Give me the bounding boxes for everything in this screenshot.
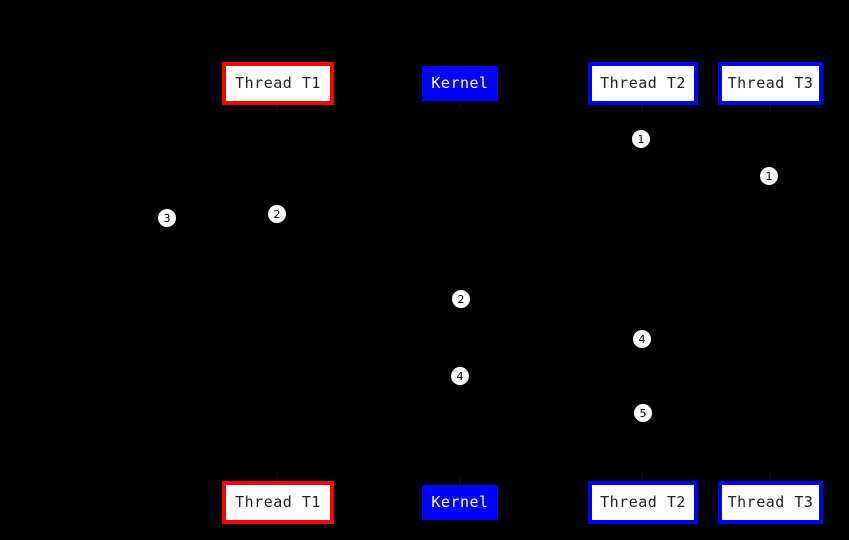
lifeline-stub: [769, 473, 771, 481]
lifeline-stub: [459, 477, 461, 485]
step-marker-2: 2: [268, 205, 286, 223]
participant-label: Thread T2: [600, 74, 686, 92]
participant-label: Thread T2: [600, 493, 686, 511]
step-marker-label: 5: [639, 406, 647, 420]
participant-label: Thread T3: [727, 74, 814, 92]
participant-thread-t1-top[interactable]: Thread T1: [222, 62, 334, 105]
step-marker-4: 4: [451, 367, 469, 385]
step-marker-4: 4: [633, 330, 651, 348]
lifeline-stub: [276, 105, 278, 113]
step-marker-1: 1: [760, 167, 778, 185]
participant-label: Thread T3: [727, 493, 814, 511]
participant-label: Thread T1: [235, 74, 321, 92]
participant-label: Kernel: [431, 493, 489, 511]
participant-label: Thread T1: [235, 493, 321, 511]
step-marker-1: 1: [632, 130, 650, 148]
lifeline-stub: [641, 473, 643, 481]
step-marker-5: 5: [634, 404, 652, 422]
step-marker-label: 1: [637, 132, 645, 146]
participant-kernel-bottom[interactable]: Kernel: [422, 485, 498, 520]
participant-label: Kernel: [431, 74, 489, 92]
participant-thread-t3-top[interactable]: Thread T3: [718, 62, 823, 105]
step-marker-label: 2: [457, 292, 465, 306]
step-marker-label: 3: [163, 211, 171, 225]
participant-thread-t1-bottom[interactable]: Thread T1: [222, 481, 334, 524]
participant-thread-t3-bottom[interactable]: Thread T3: [718, 481, 823, 524]
lifeline-stub: [769, 105, 771, 113]
participant-kernel-top[interactable]: Kernel: [422, 66, 498, 101]
lifeline-stub: [641, 105, 643, 113]
lifeline-stub: [276, 473, 278, 481]
step-marker-label: 4: [456, 369, 464, 383]
step-marker-3: 3: [158, 209, 176, 227]
participant-thread-t2-bottom[interactable]: Thread T2: [588, 481, 698, 524]
participant-thread-t2-top[interactable]: Thread T2: [588, 62, 698, 105]
lifeline-stub: [459, 101, 461, 109]
step-marker-label: 1: [765, 169, 773, 183]
step-marker-label: 4: [638, 332, 646, 346]
step-marker-label: 2: [273, 207, 281, 221]
step-marker-2: 2: [452, 290, 470, 308]
